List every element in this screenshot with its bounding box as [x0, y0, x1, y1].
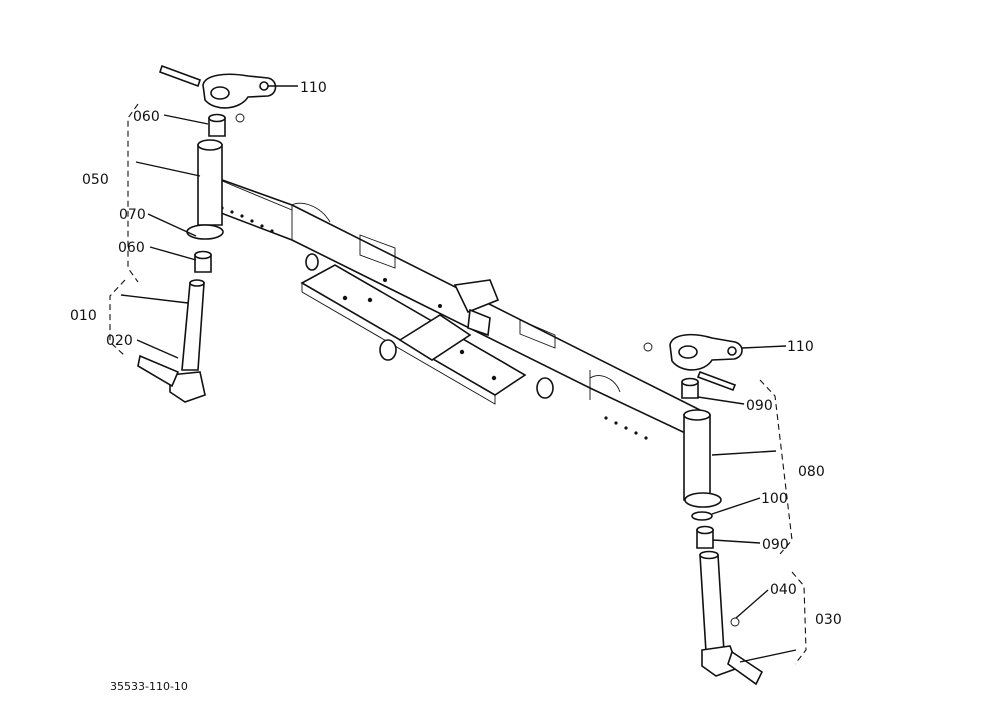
callout-040: 040 — [770, 582, 797, 598]
callout-110-top: 110 — [300, 80, 327, 96]
diagram-reference-code: 35533-110-10 — [110, 680, 188, 693]
axle-beam — [199, 170, 701, 442]
right-spindle-assembly — [643, 333, 764, 686]
beam-holes-right — [604, 416, 648, 440]
callout-030: 030 — [815, 612, 842, 628]
callout-090-bottom: 090 — [762, 537, 789, 553]
group-brackets — [109, 103, 807, 665]
callout-110-right: 110 — [787, 339, 814, 355]
callout-060-top: 060 — [133, 109, 160, 125]
callout-labels: 110 060 050 070 060 010 020 110 090 080 … — [70, 80, 842, 628]
callout-010: 010 — [70, 308, 97, 324]
left-spindle-assembly — [137, 64, 277, 403]
callout-100: 100 — [761, 491, 788, 507]
leader-lines — [120, 85, 797, 663]
callout-060-bottom: 060 — [118, 240, 145, 256]
callout-090-top: 090 — [746, 398, 773, 414]
callout-080: 080 — [798, 464, 825, 480]
center-pivot-bracket — [300, 234, 556, 405]
callout-070: 070 — [119, 207, 146, 223]
callout-050: 050 — [82, 172, 109, 188]
callout-020: 020 — [106, 333, 133, 349]
